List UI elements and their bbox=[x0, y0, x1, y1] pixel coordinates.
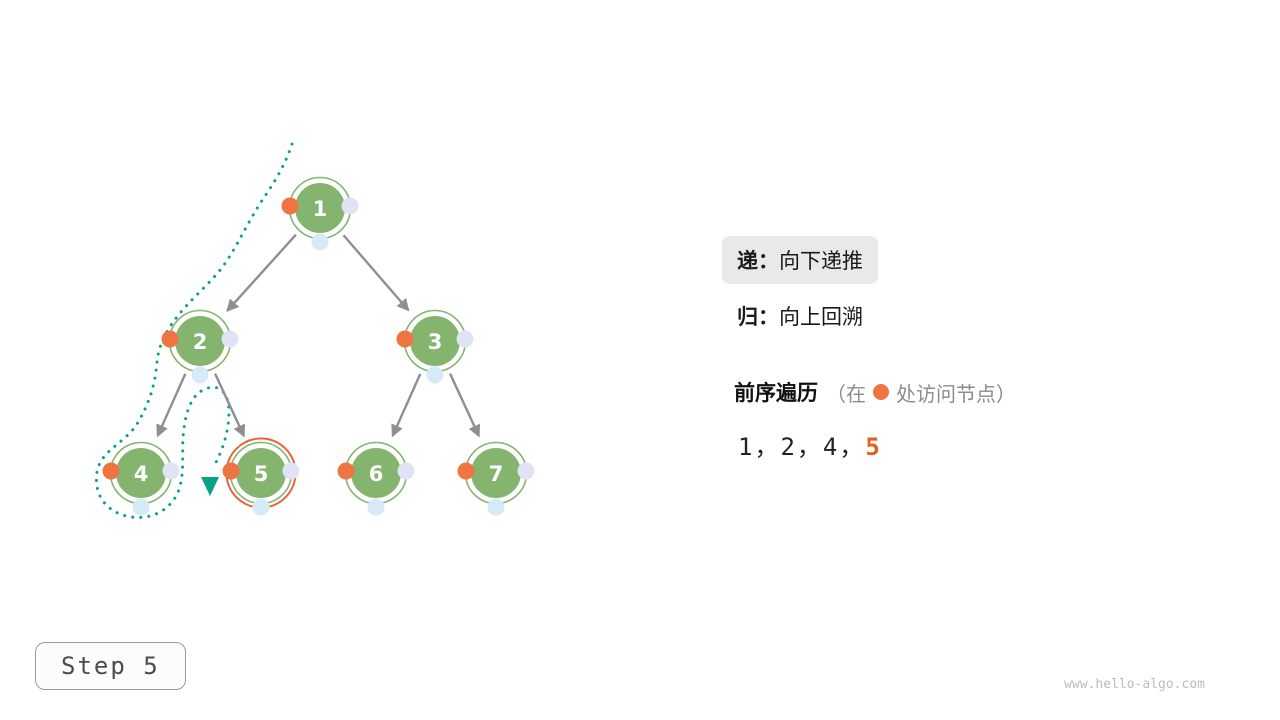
recurse-label: 递： bbox=[737, 249, 779, 273]
visit-dot bbox=[102, 462, 120, 480]
tree-node-1: 1 bbox=[281, 176, 359, 251]
tree-edge bbox=[391, 373, 422, 438]
node-label: 1 bbox=[313, 197, 328, 221]
node-circle bbox=[295, 183, 345, 233]
node-circle bbox=[471, 448, 521, 498]
right-dot bbox=[456, 330, 474, 348]
bottom-dot bbox=[311, 233, 329, 251]
tree-node-4: 4 bbox=[102, 441, 180, 516]
right-dot bbox=[162, 462, 180, 480]
node-circle bbox=[175, 316, 225, 366]
right-dot bbox=[221, 330, 239, 348]
right-dot bbox=[341, 197, 359, 215]
tree-node-3: 3 bbox=[396, 309, 474, 384]
right-dot bbox=[282, 462, 300, 480]
sequence-visited: 1，2，4， bbox=[738, 433, 866, 461]
tree-node-5: 5 bbox=[222, 437, 300, 516]
return-legend: 归：向上回溯 bbox=[722, 301, 1182, 331]
return-label: 归： bbox=[737, 305, 779, 329]
node-circle bbox=[410, 316, 460, 366]
right-dot bbox=[517, 462, 535, 480]
tree-edge bbox=[214, 373, 246, 438]
node-label: 5 bbox=[254, 462, 269, 486]
binary-tree-diagram: 1 2 3 4 5 6 7 bbox=[94, 142, 535, 519]
recurse-text: 向下递推 bbox=[779, 249, 863, 273]
bottom-dot bbox=[487, 498, 505, 516]
node-label: 4 bbox=[134, 462, 149, 486]
tree-edge bbox=[156, 373, 187, 438]
traversal-note-pre: （在 bbox=[826, 381, 866, 406]
node-label: 6 bbox=[369, 462, 384, 486]
tree-nodes: 1 2 3 4 5 6 7 bbox=[102, 176, 535, 516]
traversal-title: 前序遍历 bbox=[734, 381, 818, 405]
tree-node-7: 7 bbox=[457, 441, 535, 516]
visit-dot bbox=[281, 197, 299, 215]
right-dot bbox=[397, 462, 415, 480]
traversal-note-post: 处访问节点） bbox=[896, 381, 1016, 406]
visit-dot bbox=[222, 462, 240, 480]
node-circle bbox=[351, 448, 401, 498]
visit-dot bbox=[457, 462, 475, 480]
tree-edge bbox=[449, 373, 481, 438]
traversal-sequence: 1，2，4，5 bbox=[722, 427, 1182, 462]
node-circle bbox=[116, 448, 166, 498]
bottom-dot bbox=[252, 498, 270, 516]
return-text: 向上回溯 bbox=[779, 305, 863, 329]
step-label: Step 5 bbox=[61, 652, 160, 680]
node-label: 3 bbox=[428, 330, 443, 354]
visit-dot-icon bbox=[873, 384, 889, 400]
tree-node-6: 6 bbox=[337, 441, 415, 516]
node-label: 7 bbox=[489, 462, 504, 486]
tree-node-2: 2 bbox=[161, 309, 239, 384]
legend-panel: 递：向下递推 归：向上回溯 前序遍历 （在 处访问节点） 1，2，4，5 bbox=[722, 236, 1182, 462]
visit-dot bbox=[161, 330, 179, 348]
tree-edges bbox=[156, 233, 481, 438]
trace-arrow-icon bbox=[201, 477, 219, 496]
watermark: www.hello-algo.com bbox=[1064, 677, 1205, 692]
bottom-dot bbox=[132, 498, 150, 516]
tree-edge bbox=[342, 234, 410, 312]
step-indicator: Step 5 bbox=[35, 642, 186, 690]
node-label: 2 bbox=[193, 330, 208, 354]
bottom-dot bbox=[426, 366, 444, 384]
traversal-legend: 前序遍历 （在 处访问节点） bbox=[722, 377, 1182, 407]
sequence-current: 5 bbox=[865, 433, 882, 461]
recurse-legend: 递：向下递推 bbox=[722, 236, 878, 284]
tree-edge bbox=[226, 233, 297, 312]
visit-dot bbox=[396, 330, 414, 348]
bottom-dot bbox=[191, 366, 209, 384]
bottom-dot bbox=[367, 498, 385, 516]
visit-dot bbox=[337, 462, 355, 480]
node-circle bbox=[236, 448, 286, 498]
